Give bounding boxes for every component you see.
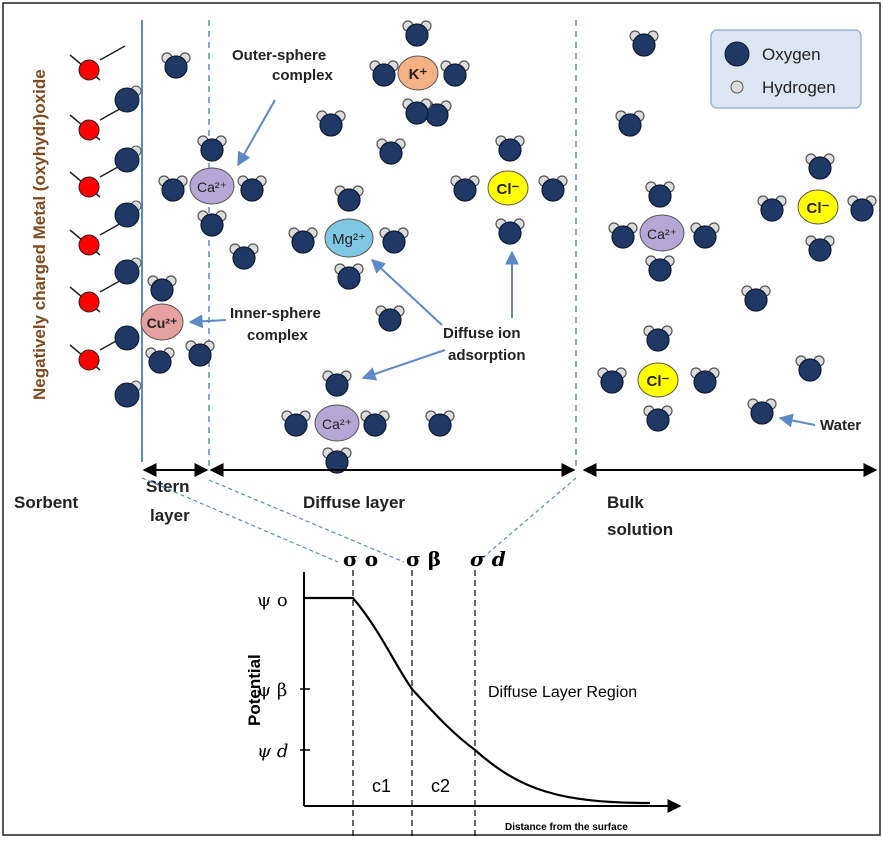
cu-ion-complex: Cu²⁺ [140, 275, 215, 374]
cl-ion-label-diffuse: Cl⁻ [497, 181, 520, 198]
sigma-d-label: σ d [470, 547, 506, 571]
mg-ion-label: Mg²⁺ [332, 231, 366, 248]
ca-ion-label-bulk: Ca²⁺ [647, 226, 677, 242]
psi-d-label: ψ d [257, 741, 288, 762]
surface-sites [69, 45, 126, 371]
outer-sphere-arrow [237, 99, 276, 167]
water-arrow [778, 413, 816, 428]
stern-label-2: layer [150, 506, 190, 525]
inner-sphere-label: Inner-sphere [230, 305, 321, 322]
surface-site [69, 105, 126, 141]
diffuse-arrow-ca [361, 349, 446, 381]
cu-ion-label: Cu²⁺ [147, 315, 178, 331]
legend-oxygen-label: Oxygen [762, 45, 821, 64]
legend-hydrogen-label: Hydrogen [762, 78, 836, 97]
outer-sphere-label: Outer-sphere [232, 47, 326, 64]
outer-sphere-label-2: complex [272, 67, 334, 84]
bulk-label: Bulk [607, 493, 644, 512]
hydrogen-legend-icon [730, 80, 744, 94]
sigma-b-label: σ β [406, 547, 441, 571]
surface-site [69, 162, 126, 198]
annotations: Outer-sphere complex Inner-sphere comple… [188, 47, 861, 434]
surface-oxygens [114, 85, 142, 408]
c2-label: c2 [431, 776, 450, 796]
bulk-label-2: solution [607, 520, 673, 539]
cl-ion-label-bulk-2: Cl⁻ [647, 373, 670, 390]
cl-ion-label-bulk-1: Cl⁻ [807, 200, 830, 217]
k-ion-complex: K⁺ [369, 20, 470, 125]
mg-ion-complex: Mg²⁺ [288, 185, 409, 290]
surface-site [69, 277, 126, 313]
diffuse-ion-label-2: adsorption [448, 347, 526, 364]
inner-sphere-label-2: complex [247, 327, 309, 344]
diffuse-arrow-mg [370, 259, 443, 326]
cl-ion-complex-bulk-2: Cl⁻ [597, 325, 720, 432]
k-ion-label: K⁺ [409, 66, 428, 83]
stern-label: Stern [146, 477, 189, 496]
psi-b-label: ψ β [257, 680, 287, 701]
diffuse-region-label: Diffuse Layer Region [488, 684, 637, 701]
potential-curve [304, 596, 651, 805]
psi-o-label: ψ o [257, 590, 288, 611]
sorbent-label: Sorbent [14, 493, 79, 512]
graph-xlabel: Distance from the surface [505, 822, 628, 833]
side-label: Negatively charged Metal (oxyhydr)oxide [30, 69, 49, 400]
legend: Oxygen Hydrogen [710, 29, 862, 109]
ca-ion-label-diffuse: Ca²⁺ [322, 416, 352, 432]
potential-graph: σ o σ β σ d ψ o ψ β ψ d Potential Distan… [245, 547, 682, 838]
ca-ion-complex-bulk: Ca²⁺ [608, 181, 720, 282]
sigma-o-label: σ o [343, 547, 378, 571]
water-label: Water [820, 417, 861, 434]
surface-site [69, 220, 126, 256]
c1-label: c1 [372, 776, 391, 796]
region-labels: Sorbent Stern layer Diffuse layer Bulk s… [14, 477, 673, 539]
diffuse-layer-label: Diffuse layer [303, 493, 405, 512]
oxygen-legend-icon [724, 41, 750, 67]
ca-ion-label-stern: Ca²⁺ [197, 179, 227, 195]
inner-sphere-arrow [188, 314, 227, 329]
ca-ion-complex-diffuse: Ca²⁺ [281, 370, 390, 474]
cl-ion-complex-bulk-1: Cl⁻ [757, 153, 877, 262]
graph-ylabel: Potential [245, 654, 264, 726]
diffuse-ion-label: Diffuse ion [443, 325, 521, 342]
surface-site [69, 45, 126, 81]
ca-ion-complex-stern: Ca²⁺ [158, 135, 267, 237]
cl-ion-complex-diffuse: Cl⁻ [450, 135, 568, 245]
connector-lines [141, 477, 577, 563]
